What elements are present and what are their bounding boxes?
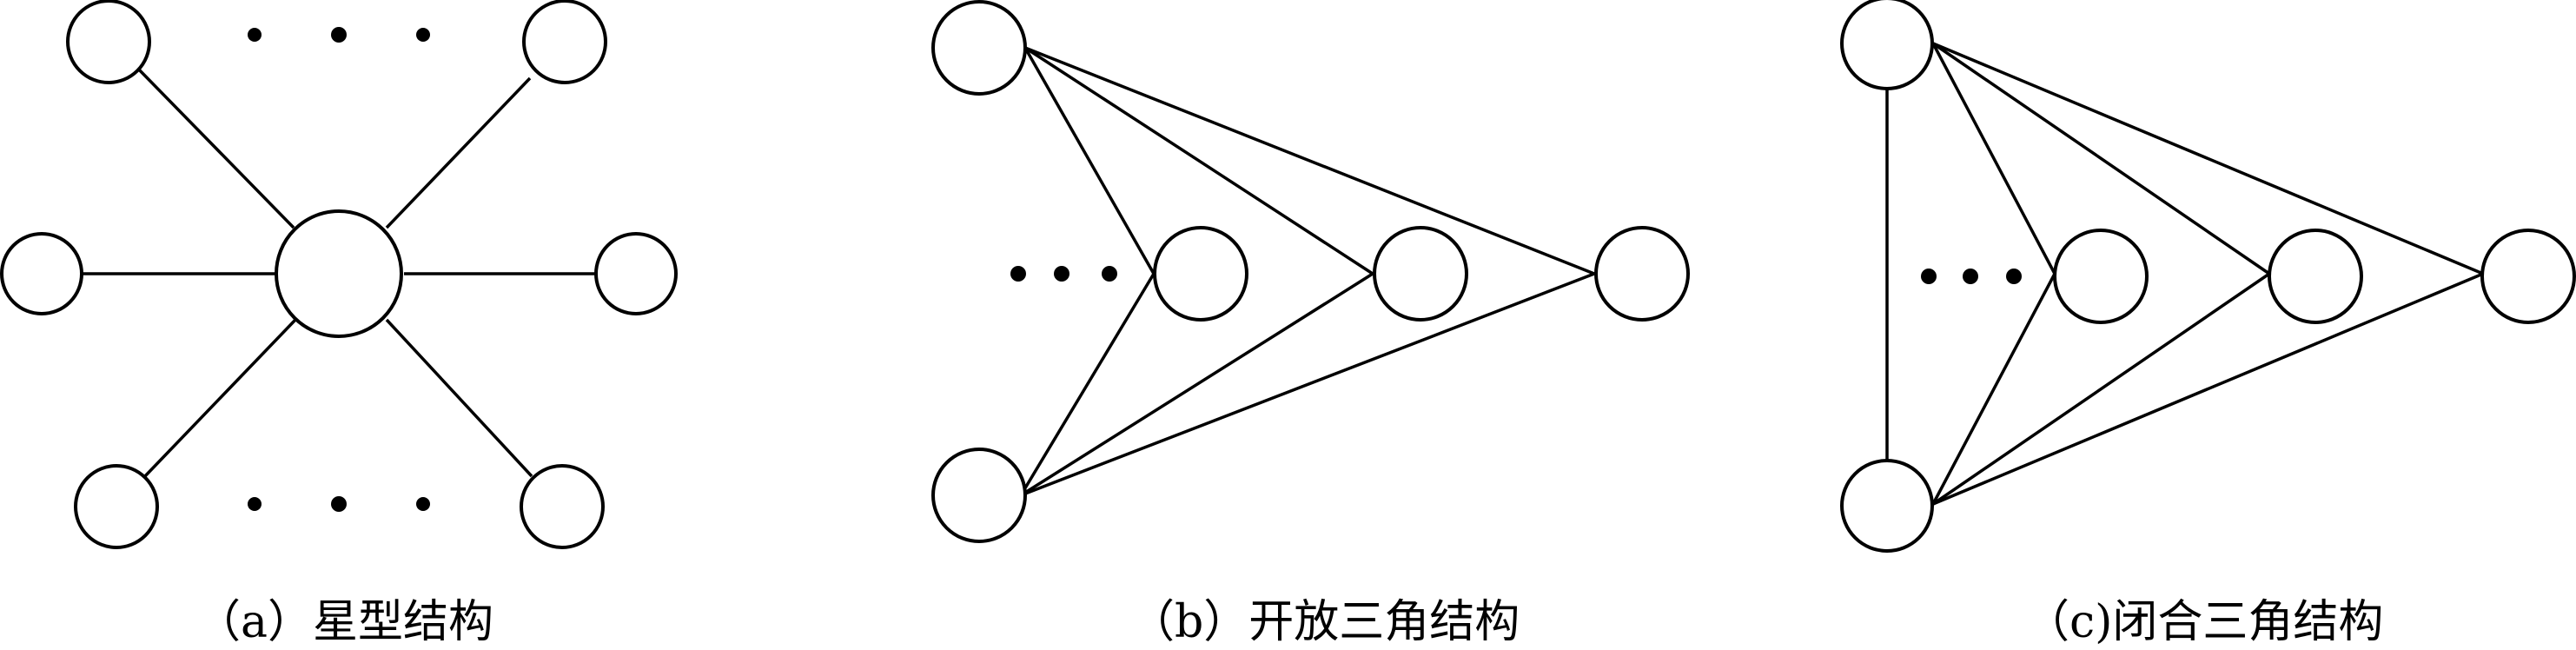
- ellipsis-bottom: [248, 496, 430, 512]
- closed-node-top: [1840, 0, 1934, 90]
- edge-hub-top-right: [385, 76, 532, 229]
- edge-b-bottom-to-far: [1020, 272, 1595, 497]
- star-node-top-left: [66, 0, 151, 84]
- open-node-near: [1153, 226, 1248, 322]
- star-node-left: [0, 232, 83, 315]
- edge-b-top-to-far: [1024, 46, 1595, 275]
- closed-node-bottom: [1840, 459, 1934, 553]
- edge-b-top-to-near: [1023, 47, 1156, 275]
- closed-node-near: [2053, 229, 2149, 324]
- ellipsis-top: [248, 27, 430, 43]
- caption-star-structure: （a）星型结构: [195, 596, 493, 648]
- edge-hub-bottom-right: [385, 318, 533, 478]
- closed-node-far: [2480, 229, 2576, 324]
- open-node-top: [931, 0, 1027, 96]
- open-node-far: [1594, 226, 1690, 322]
- star-node-bottom-left: [74, 464, 159, 549]
- closed-node-middle: [2268, 229, 2363, 324]
- panel-star-structure: （a）星型结构: [0, 0, 678, 648]
- caption-closed-triangle-structure: （c)闭合三角结构: [2024, 596, 2383, 648]
- star-node-top-right: [522, 0, 607, 84]
- panel-closed-triangle-structure: （c)闭合三角结构: [1840, 0, 2576, 648]
- edge-b-top-to-middle: [1024, 46, 1374, 275]
- star-hub-node: [275, 209, 403, 338]
- open-node-bottom: [931, 448, 1027, 543]
- edge-c-top-to-middle: [1932, 42, 2270, 275]
- ellipsis-open-triangle: [1010, 266, 1117, 282]
- edge-hub-top-left: [133, 63, 295, 229]
- ellipsis-closed-triangle: [1921, 269, 2022, 284]
- edge-b-bottom-to-middle: [1020, 272, 1374, 497]
- edge-b-bottom-to-near: [1019, 273, 1156, 496]
- star-node-right: [594, 232, 678, 315]
- edge-c-top-to-far: [1932, 42, 2484, 275]
- open-node-middle: [1373, 226, 1468, 322]
- edge-c-top-to-near: [1931, 43, 2056, 275]
- edge-c-bottom-to-near: [1931, 273, 2056, 505]
- edge-hub-bottom-left: [142, 318, 297, 480]
- edge-c-bottom-to-middle: [1932, 272, 2270, 506]
- star-node-bottom-right: [520, 464, 605, 549]
- caption-open-triangle-structure: （b）开放三角结构: [1129, 596, 1520, 648]
- panel-open-triangle-structure: （b）开放三角结构: [931, 0, 1690, 648]
- edge-c-bottom-to-far: [1932, 272, 2484, 506]
